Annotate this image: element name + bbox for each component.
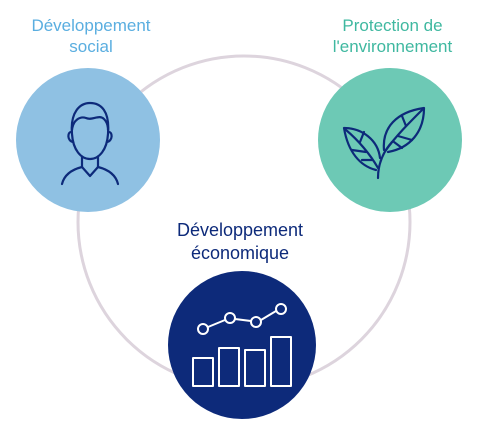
economic-circle: [168, 271, 316, 419]
growth-chart-icon: [192, 303, 292, 387]
environment-node: [318, 68, 462, 212]
label-line: Développement: [176, 220, 304, 240]
environment-circle: [318, 68, 462, 212]
label-line: Protection de: [342, 16, 443, 35]
social-circle: [16, 68, 160, 212]
label-environment-protection: Protection de l'environnement: [305, 15, 480, 57]
label-economic-development: Développement économique: [150, 219, 330, 265]
label-line: économique: [190, 243, 290, 263]
person-icon: [60, 101, 120, 186]
economic-node: [168, 271, 316, 419]
label-line: Développement: [31, 16, 151, 35]
label-line: social: [69, 37, 113, 56]
social-node: [16, 68, 160, 212]
label-line: l'environnement: [332, 37, 453, 56]
leaves-icon: [342, 106, 426, 180]
label-social-development: Développement social: [4, 15, 178, 57]
